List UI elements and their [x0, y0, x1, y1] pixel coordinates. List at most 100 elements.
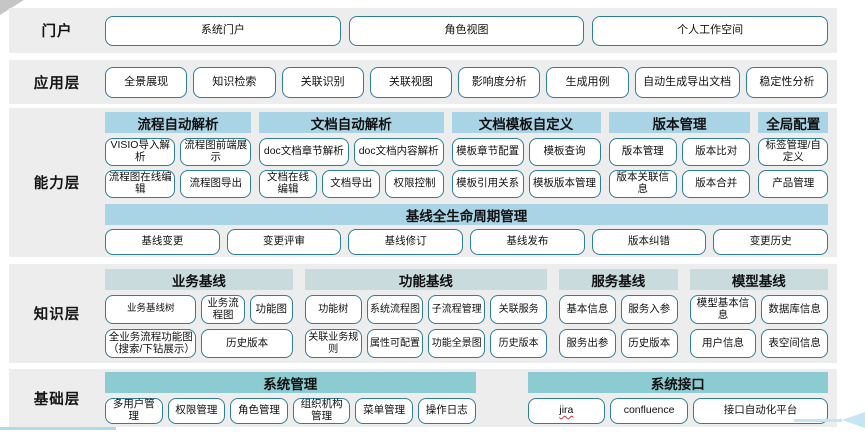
feature-button[interactable]: 版本管理: [608, 138, 677, 166]
feature-button[interactable]: 文档在线编辑: [258, 170, 318, 198]
feature-button[interactable]: 模板引用关系: [451, 170, 524, 198]
layer-band-application: 应用层 全景展现知识检索关联识别关联视图影响度分析生成用例自动生成导出文档稳定性分…: [9, 60, 837, 104]
feature-button[interactable]: 组织机构管理: [292, 398, 351, 424]
button-row: 标签管理/自定义: [758, 138, 828, 166]
feature-button[interactable]: 基线变更: [105, 229, 220, 255]
group-header: 业务基线: [105, 269, 293, 290]
feature-button[interactable]: 版本关联信息: [608, 170, 677, 198]
feature-button[interactable]: 功能图: [249, 295, 293, 324]
feature-button[interactable]: 用户信息: [689, 329, 757, 358]
button-row: 模型基本信息数据库信息: [689, 295, 829, 324]
group-header: 全局配置: [758, 112, 828, 133]
feature-button[interactable]: 关联服务: [490, 295, 547, 324]
feature-button[interactable]: 菜单管理: [355, 398, 413, 424]
button-row: 全业务流程功能图（搜索/下钻展示）历史版本: [105, 329, 293, 358]
bottom-left-line-decor: [0, 427, 116, 430]
feature-button[interactable]: 模板版本管理: [528, 170, 601, 198]
feature-button[interactable]: 模板章节配置: [451, 138, 524, 166]
feature-button[interactable]: 业务基线树: [105, 295, 197, 324]
group-header: 文档自动解析: [258, 112, 444, 133]
group-header: 系统管理: [105, 372, 476, 393]
feature-button[interactable]: 版本合并: [682, 170, 751, 198]
feature-button[interactable]: 关联业务规则: [304, 329, 362, 358]
feature-button[interactable]: 变更历史: [713, 229, 829, 255]
group-header: 模型基线: [689, 269, 829, 290]
feature-button[interactable]: 多用户管理: [105, 398, 163, 424]
button-row: 功能树系统流程图子流程管理关联服务: [304, 295, 547, 324]
feature-button[interactable]: 版本纠错: [591, 229, 707, 255]
feature-group: 版本管理版本管理版本比对版本关联信息版本合并: [608, 112, 751, 202]
feature-button[interactable]: 服务出参: [559, 329, 616, 358]
feature-button[interactable]: 知识检索: [193, 66, 276, 98]
feature-button[interactable]: 角色视图: [348, 15, 585, 46]
feature-button[interactable]: 影响度分析: [458, 66, 541, 98]
feature-button[interactable]: 文档导出: [322, 170, 381, 198]
feature-button[interactable]: 关联视图: [369, 66, 453, 98]
feature-button[interactable]: 生成用例: [546, 66, 629, 98]
feature-button[interactable]: 流程图导出: [180, 170, 251, 198]
feature-button[interactable]: 全景展现: [105, 66, 188, 98]
feature-button[interactable]: 基线修订: [348, 229, 464, 255]
feature-button[interactable]: 系统流程图: [366, 295, 424, 324]
layer-label-application: 应用层: [33, 75, 81, 92]
group-header: 流程自动解析: [105, 112, 251, 133]
feature-button[interactable]: 自动生成导出文档: [634, 66, 740, 98]
feature-button[interactable]: 属性可配置: [366, 329, 424, 358]
layer-content-portal: 系统门户角色视图个人工作空间: [105, 8, 837, 53]
feature-button[interactable]: 变更评审: [226, 229, 342, 255]
button-row: 版本管理版本比对: [608, 138, 751, 166]
layer-band-knowledge: 知识层业务基线业务基线树业务流程图功能图全业务流程功能图（搜索/下钻展示）历史版…: [9, 264, 837, 363]
feature-button[interactable]: 子流程管理: [428, 295, 486, 324]
feature-button[interactable]: confluence: [610, 398, 688, 424]
feature-button[interactable]: 历史版本: [201, 329, 293, 358]
feature-button[interactable]: 系统门户: [105, 15, 341, 46]
feature-button[interactable]: 表空间信息: [761, 329, 829, 358]
feature-button[interactable]: doc文档内容解析: [353, 138, 444, 166]
group-row: 业务基线业务基线树业务流程图功能图全业务流程功能图（搜索/下钻展示）历史版本功能…: [105, 269, 829, 363]
button-row: 多用户管理权限管理角色管理组织机构管理菜单管理操作日志: [105, 398, 476, 424]
feature-button[interactable]: 全业务流程功能图（搜索/下钻展示）: [105, 329, 197, 358]
feature-button[interactable]: 基本信息: [559, 295, 616, 324]
feature-button[interactable]: 关联识别: [281, 66, 364, 98]
feature-button[interactable]: 稳定性分析: [745, 66, 828, 98]
feature-button[interactable]: 基线发布: [470, 229, 585, 255]
feature-button[interactable]: 模型基本信息: [689, 295, 757, 324]
feature-button[interactable]: 操作日志: [417, 398, 476, 424]
layer-band-portal: 门户系统门户角色视图个人工作空间: [9, 8, 837, 53]
button-row: 版本关联信息版本合并: [608, 170, 751, 198]
feature-button[interactable]: 流程图前端展示: [180, 138, 251, 166]
button-row: 系统门户角色视图个人工作空间: [105, 15, 829, 46]
feature-button[interactable]: 历史版本: [490, 329, 547, 358]
button-row: 基本信息服务入参: [559, 295, 678, 324]
feature-group: 全局配置标签管理/自定义产品管理: [758, 112, 828, 202]
button-row: 业务基线树业务流程图功能图: [105, 295, 293, 324]
feature-group: 模型基线模型基本信息数据库信息用户信息表空间信息: [689, 269, 829, 363]
group-header: 文档模板自定义: [451, 112, 601, 133]
feature-button[interactable]: 功能树: [304, 295, 362, 324]
feature-button[interactable]: 数据库信息: [761, 295, 829, 324]
feature-button[interactable]: 历史版本: [620, 329, 678, 358]
layer-content-knowledge: 业务基线业务基线树业务流程图功能图全业务流程功能图（搜索/下钻展示）历史版本功能…: [105, 264, 837, 363]
layer-label-foundation: 基础层: [33, 391, 81, 408]
feature-button[interactable]: doc文档章节解析: [258, 138, 349, 166]
feature-button[interactable]: 产品管理: [758, 170, 828, 198]
button-row: VISIO导入解析流程图前端展示: [105, 138, 251, 166]
feature-button[interactable]: 角色管理: [230, 398, 288, 424]
feature-button[interactable]: 标签管理/自定义: [758, 138, 828, 166]
group-header: 功能基线: [304, 269, 547, 290]
feature-button[interactable]: 个人工作空间: [592, 15, 829, 46]
feature-button[interactable]: 业务流程图: [201, 295, 245, 324]
feature-button[interactable]: jira: [527, 398, 606, 424]
feature-button[interactable]: 功能全景图: [428, 329, 486, 358]
layer-label-knowledge: 知识层: [33, 307, 81, 323]
feature-button[interactable]: 服务入参: [620, 295, 678, 324]
feature-button[interactable]: 模板查询: [528, 138, 601, 166]
feature-button[interactable]: 流程图在线编辑: [105, 170, 176, 198]
feature-button[interactable]: 版本比对: [682, 138, 751, 166]
feature-button[interactable]: 权限管理: [167, 398, 226, 424]
feature-button[interactable]: VISIO导入解析: [105, 138, 176, 166]
feature-button[interactable]: 权限控制: [385, 170, 444, 198]
group-header: 版本管理: [608, 112, 751, 133]
